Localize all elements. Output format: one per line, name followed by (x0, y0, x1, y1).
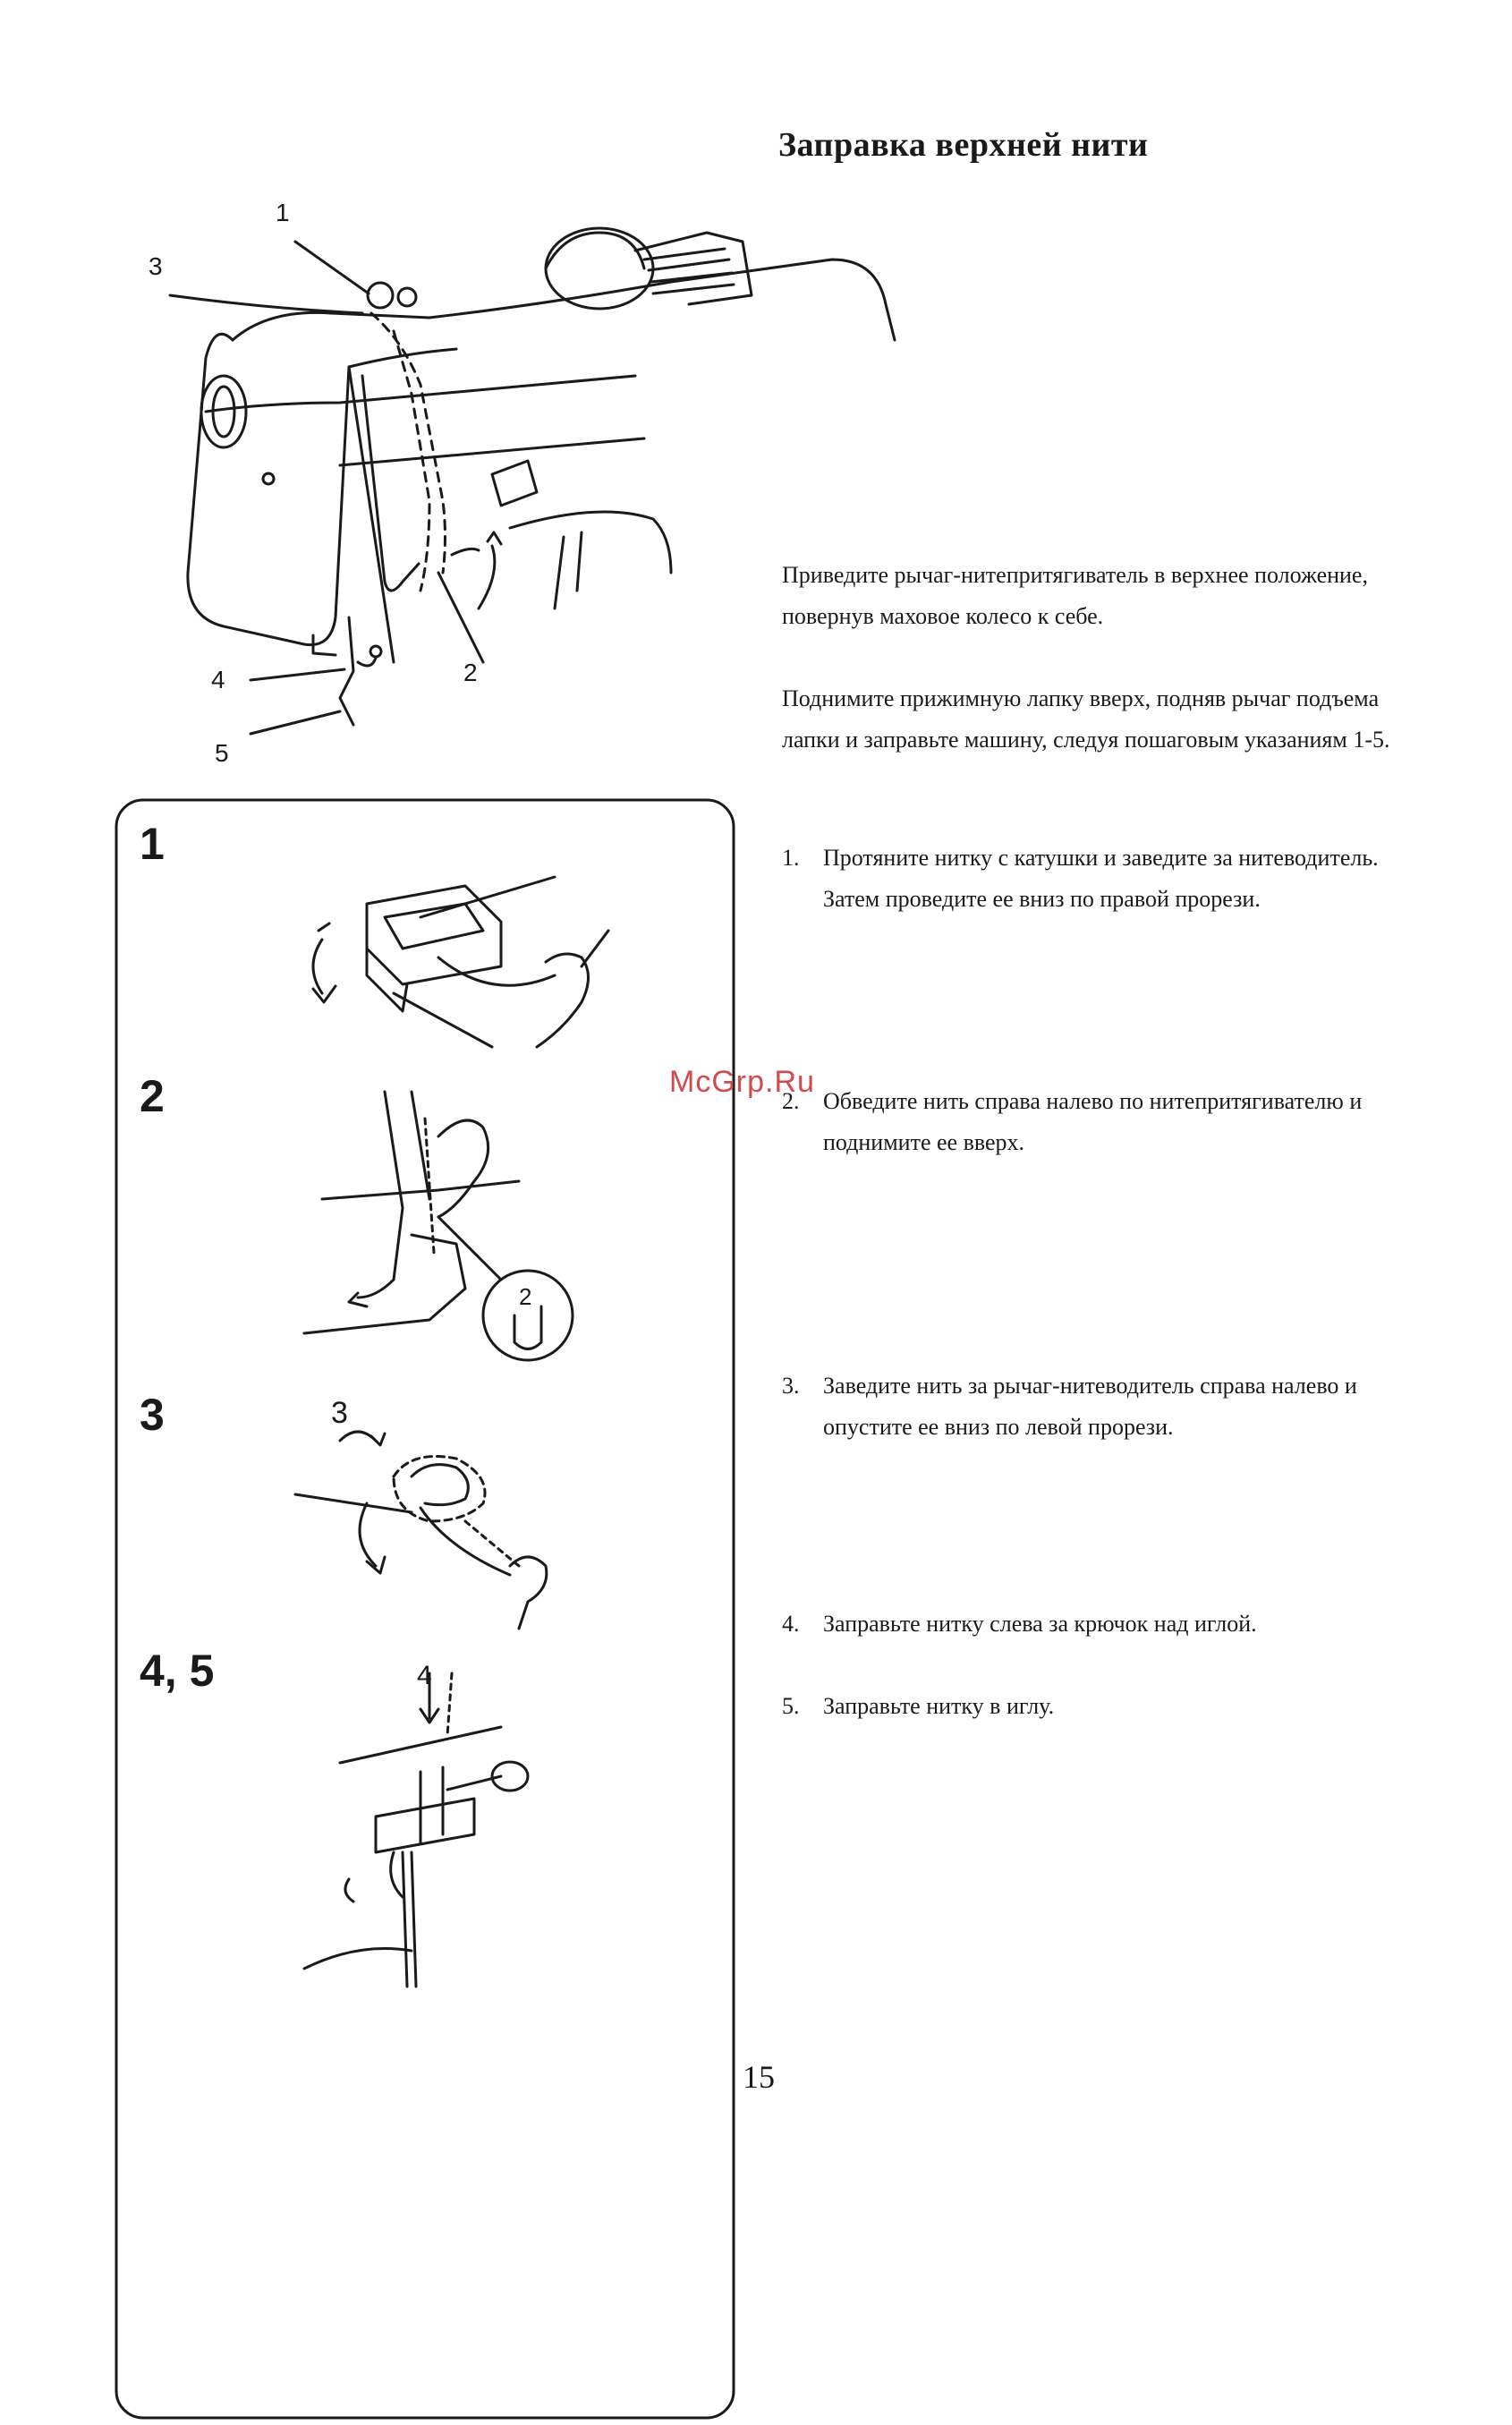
intro-paragraph-2: Поднимите прижимную лапку вверх, подняв … (782, 685, 1390, 753)
panel-4-5-illustration (302, 1672, 530, 1988)
step-text: Заведите нить за рычаг-нитеводитель спра… (823, 1373, 1357, 1440)
panel-3-inset-number: 3 (331, 1396, 348, 1430)
panel-1-illustration (311, 875, 610, 1049)
step-text: Заправьте нитку слева за крючок над игло… (823, 1611, 1257, 1637)
panel-label-4-5: 4, 5 (140, 1646, 215, 1696)
callout-1: 1 (276, 199, 290, 226)
panel-2-illustration (302, 1090, 574, 1362)
panel-3-illustration (293, 1430, 548, 1630)
callout-5: 5 (215, 739, 229, 767)
step-number: 3. (782, 1373, 800, 1399)
panel-label-2: 2 (140, 1071, 165, 1121)
page-title: Заправка верхней нити (778, 126, 1149, 164)
panel-label-3: 3 (140, 1390, 165, 1440)
step-number: 5. (782, 1693, 800, 1719)
step-text: Протяните нитку с катушки и заведите за … (823, 845, 1379, 912)
panel-label-1: 1 (140, 819, 165, 869)
step-text: Заправьте нитку в иглу. (823, 1693, 1055, 1719)
callout-3: 3 (149, 252, 163, 280)
step-number: 4. (782, 1611, 800, 1637)
page-number: 15 (743, 2059, 775, 2095)
callout-2: 2 (463, 659, 478, 686)
step-number: 2. (782, 1088, 800, 1114)
callout-4: 4 (211, 666, 225, 693)
watermark: McGrp.Ru (669, 1065, 815, 1099)
sewing-machine-illustration (168, 226, 896, 736)
panel-4-inset-number: 4 (417, 1661, 432, 1690)
step-number: 1. (782, 845, 800, 871)
step-text: Обведите нить справа налево по нитепритя… (823, 1088, 1363, 1155)
panel-2-inset-number: 2 (519, 1283, 532, 1310)
intro-paragraph-1: Приведите рычаг-нитепритягиватель в верх… (782, 562, 1368, 629)
